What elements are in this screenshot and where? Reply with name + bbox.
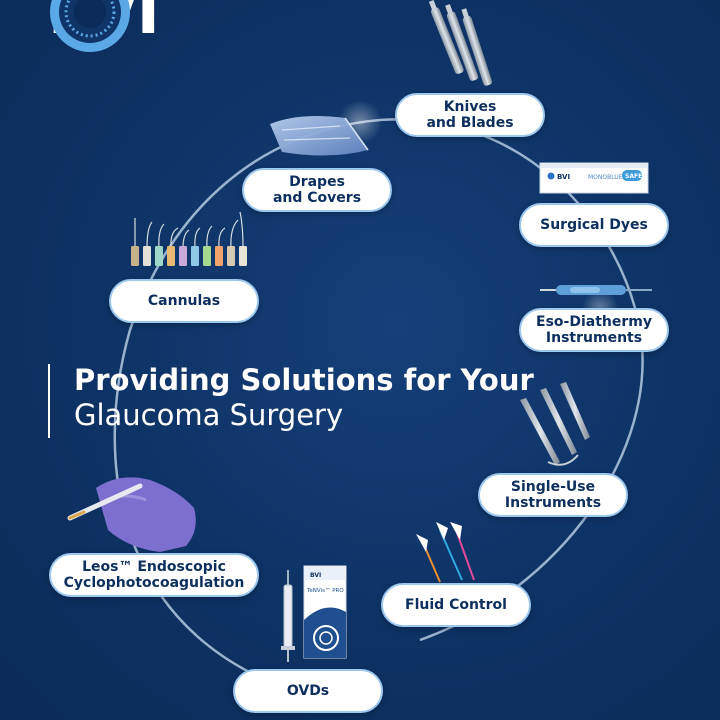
pill-line: OVDs <box>286 683 330 699</box>
surgical-dyes-label[interactable]: Surgical Dyes <box>519 203 669 247</box>
drapes-and-covers-label[interactable]: Drapes and Covers <box>242 168 392 212</box>
ovd-box-brand: BVI <box>310 572 321 579</box>
sponge-spear-icon <box>416 522 475 583</box>
pill-line: Instruments <box>504 495 602 511</box>
drape-icon <box>270 116 369 156</box>
scalpel-icon <box>428 0 493 86</box>
pill-line: Instruments <box>545 330 643 346</box>
diathermy-pen-icon <box>540 285 652 295</box>
pill-line: and Covers <box>272 190 362 206</box>
ovd-box-label: TeNVis™ PRO <box>306 587 344 594</box>
headline-line-2: Glaucoma Surgery <box>74 398 344 432</box>
dye-box-label: MONOBLUE <box>588 174 623 181</box>
pill-line: Cannulas <box>147 293 221 309</box>
pill-line: Cyclophotocoagulation <box>63 575 245 591</box>
pill-line: Drapes <box>289 174 345 190</box>
eye-logo-icon <box>50 0 130 52</box>
endoscope-hand-icon <box>67 477 196 552</box>
eso-diathermy-instruments-label[interactable]: Eso-Diathermy Instruments <box>519 308 669 352</box>
cannula-icon <box>131 211 247 266</box>
syringe-box-icon: BVI TeNVis™ PRO <box>281 565 347 662</box>
dye-box-badge: SAFE <box>625 173 642 180</box>
pill-line: Fluid Control <box>405 597 507 613</box>
fluid-control-label[interactable]: Fluid Control <box>381 583 531 627</box>
knives-and-blades-label[interactable]: Knives and Blades <box>395 93 545 137</box>
headline: Providing Solutions for Your Glaucoma Su… <box>48 364 534 438</box>
leos-ecp-label[interactable]: Leos™ Endoscopic Cyclophotocoagulation <box>49 553 259 597</box>
bvi-logo[interactable]: BVI <box>48 0 160 52</box>
headline-line-1: Providing Solutions for Your <box>74 363 534 397</box>
dye-box-brand: BVI <box>557 173 570 181</box>
pill-line: Knives <box>443 99 497 115</box>
cannulas-label[interactable]: Cannulas <box>109 279 259 323</box>
pill-line: Leos™ Endoscopic <box>82 559 226 575</box>
ovds-label[interactable]: OVDs <box>233 669 383 713</box>
pill-line: Single-Use <box>510 479 596 495</box>
pill-line: and Blades <box>426 115 514 131</box>
pill-line: Surgical Dyes <box>540 217 648 233</box>
single-use-instruments-label[interactable]: Single-Use Instruments <box>478 473 628 517</box>
pill-line: Eso-Diathermy <box>536 314 652 330</box>
forceps-icon <box>520 382 590 466</box>
dye-box-icon: BVI MONOBLUE SAFE <box>539 162 649 194</box>
